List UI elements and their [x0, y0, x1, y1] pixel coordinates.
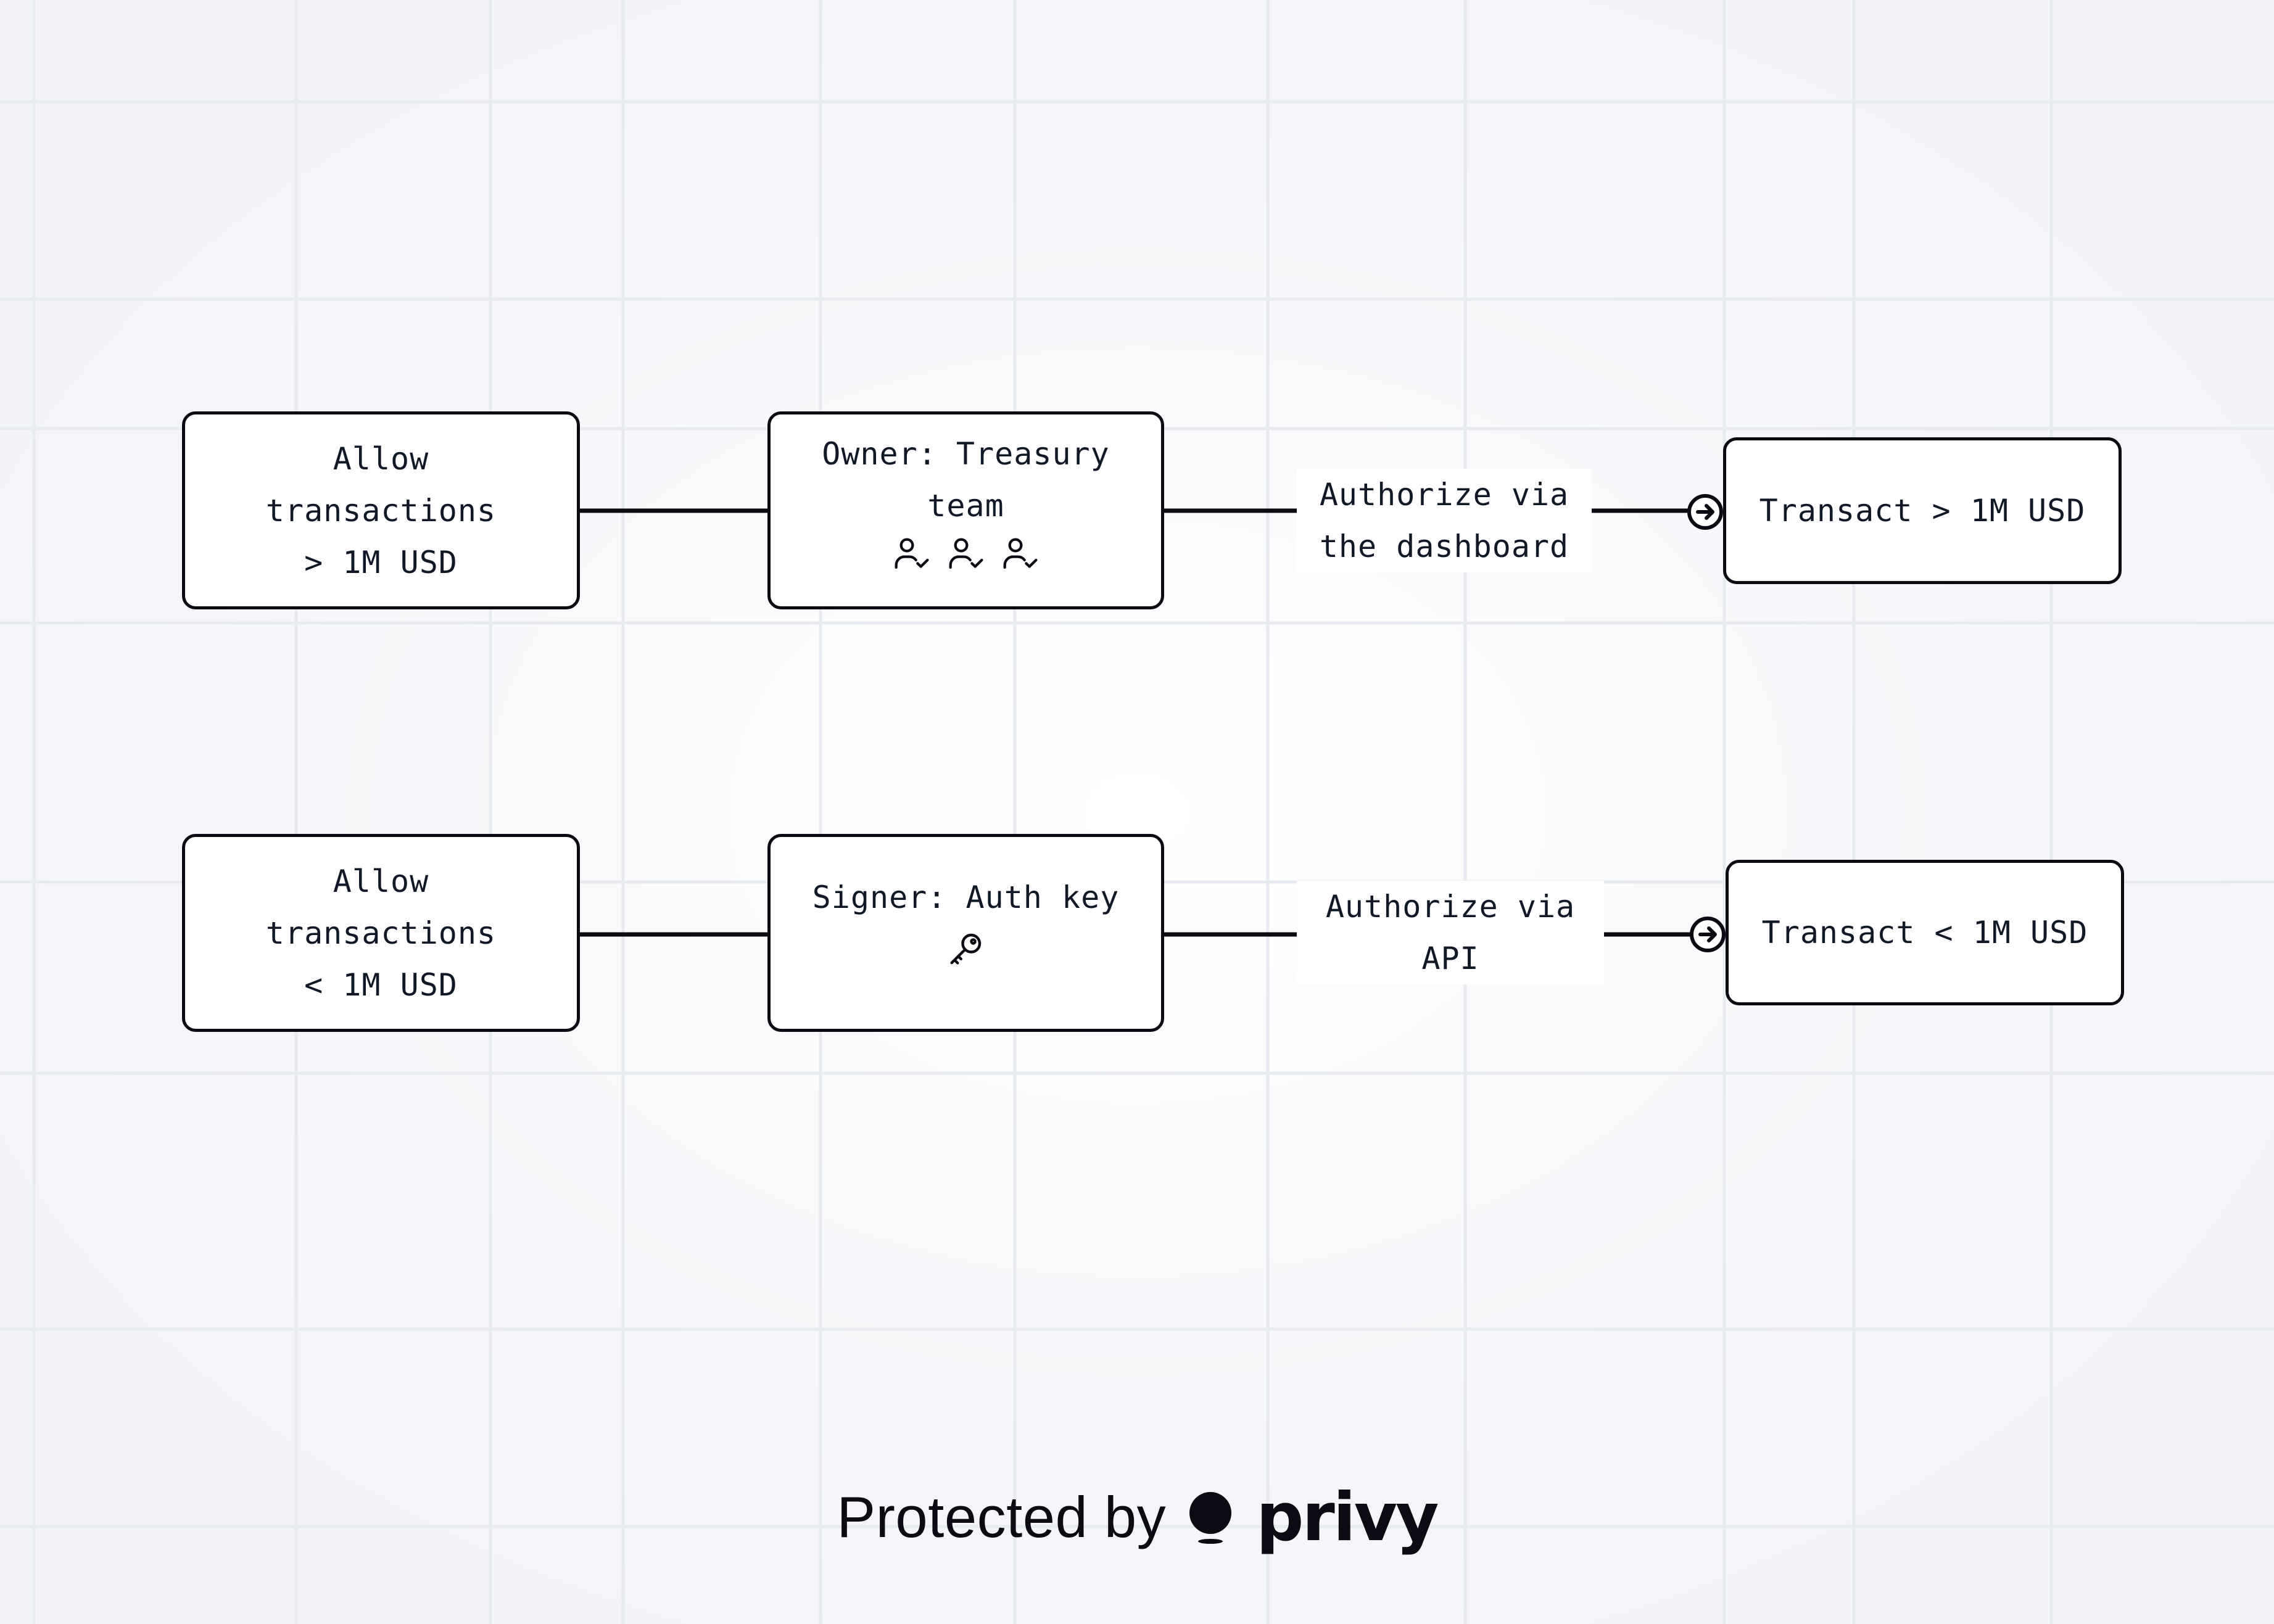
arrow-right-circle-icon	[1687, 494, 1723, 530]
policy-line: Allow	[333, 440, 429, 477]
user-check-icon	[895, 538, 928, 569]
policy-node-below-1m: Allow transactions < 1M USD	[182, 834, 580, 1032]
policy-line: transactions	[265, 915, 497, 951]
edge-label-line: Authorize via	[1325, 889, 1576, 925]
outcome-label: Transact < 1M USD	[1761, 915, 2088, 950]
protected-by-text: Protected by	[837, 1485, 1167, 1549]
edge-label-dashboard: Authorize via the dashboard	[1297, 469, 1592, 572]
policy-line: transactions	[265, 492, 497, 529]
policy-line: > 1M USD	[304, 544, 458, 580]
outcome-node-above-1m: Transact > 1M USD	[1723, 437, 2122, 584]
outcome-label: Transact > 1M USD	[1759, 493, 2086, 529]
policy-line: < 1M USD	[304, 967, 458, 1003]
signer-node-auth-key: Signer: Auth key	[767, 834, 1164, 1032]
policy-line: Allow	[333, 863, 429, 899]
user-check-icon	[949, 538, 983, 569]
owner-line: team	[927, 488, 1004, 524]
edge-label-api: Authorize via API	[1297, 881, 1604, 984]
owner-line: Owner: Treasury	[822, 436, 1110, 472]
arrow-right-circle-icon	[1690, 917, 1726, 952]
policy-node-above-1m: Allow transactions > 1M USD	[182, 411, 580, 609]
edge-label-line: Authorize via	[1319, 477, 1569, 513]
edge-label-line: API	[1421, 941, 1479, 976]
privy-logo-icon	[1189, 1492, 1232, 1544]
team-members	[892, 533, 1040, 572]
edge-label-line: the dashboard	[1319, 529, 1569, 564]
footer-branding: Protected by privy	[0, 1474, 2274, 1560]
signer-key	[946, 928, 986, 969]
owner-node-treasury-team: Owner: Treasury team	[767, 411, 1164, 609]
user-check-icon	[1003, 538, 1037, 569]
key-icon	[949, 933, 981, 965]
privy-wordmark: privy	[1256, 1478, 1439, 1556]
outcome-node-below-1m: Transact < 1M USD	[1726, 860, 2124, 1005]
signer-line: Signer: Auth key	[812, 880, 1120, 915]
